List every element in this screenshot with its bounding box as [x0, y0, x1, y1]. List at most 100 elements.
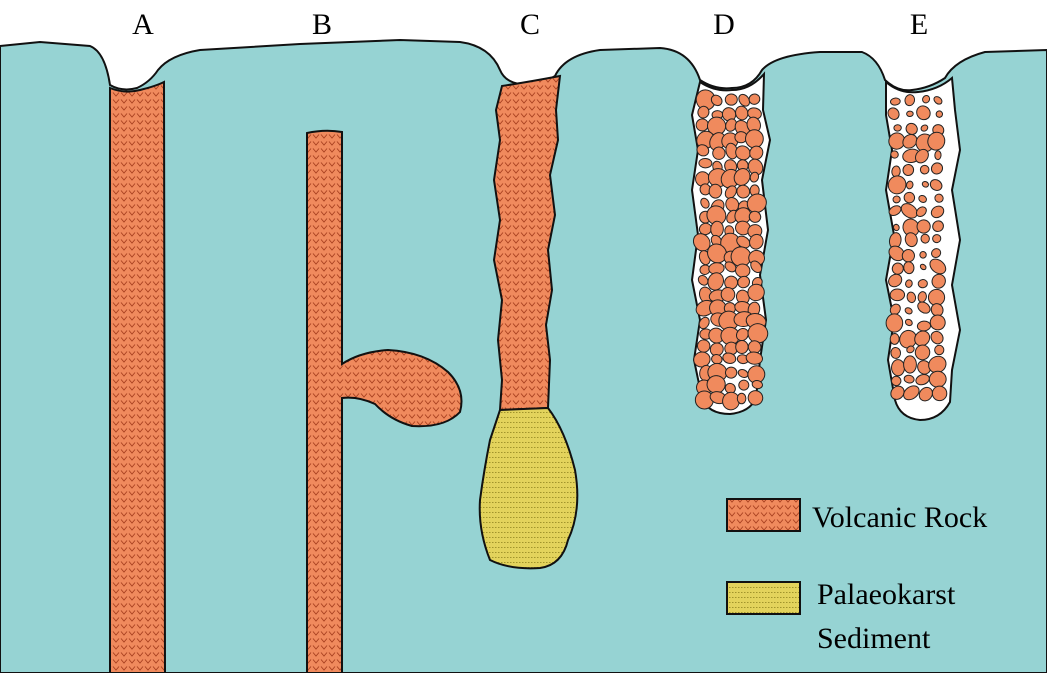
breccia-clast — [906, 345, 915, 354]
breccia-clast — [749, 233, 764, 250]
breccia-clast — [916, 219, 931, 234]
breccia-clast — [891, 375, 902, 387]
breccia-clast — [889, 97, 901, 106]
label-a: A — [132, 8, 154, 41]
breccia-clast — [746, 193, 767, 214]
breccia-clast — [709, 342, 724, 357]
breccia-clast — [905, 122, 918, 136]
breccia-clast — [698, 316, 710, 330]
column-c-sediment — [478, 406, 579, 570]
legend-label-sediment-line2: Sediment — [817, 622, 931, 655]
breccia-clast — [735, 105, 749, 121]
breccia-clast — [720, 286, 736, 302]
label-c: C — [520, 8, 540, 41]
breccia-clast — [747, 390, 764, 406]
breccia-clast — [904, 307, 913, 315]
breccia-clast — [905, 279, 913, 288]
breccia-clast — [931, 273, 946, 289]
breccia-clast — [889, 333, 900, 345]
clasts-e — [885, 94, 948, 402]
label-e: E — [910, 8, 928, 41]
breccia-clast — [736, 235, 751, 249]
breccia-clast — [707, 243, 727, 264]
breccia-clast — [919, 263, 927, 271]
breccia-clast — [749, 145, 764, 160]
breccia-clast — [712, 146, 726, 160]
breccia-clast — [903, 261, 915, 275]
breccia-clast — [890, 346, 902, 359]
breccia-clast — [932, 220, 944, 233]
breccia-clast — [697, 274, 709, 286]
breccia-clast — [724, 366, 738, 379]
breccia-clast — [888, 273, 903, 288]
breccia-clast — [914, 330, 931, 347]
breccia-clast — [734, 207, 752, 225]
legend-swatch-sediment — [726, 581, 801, 615]
breccia-clast — [916, 105, 931, 121]
breccia-clast — [930, 205, 945, 219]
breccia-clast — [890, 150, 899, 159]
breccia-clast — [736, 184, 751, 199]
breccia-clast — [934, 193, 944, 203]
breccia-clast — [919, 164, 930, 175]
breccia-clast — [906, 110, 914, 118]
breccia-clast — [891, 359, 906, 377]
breccia-clast — [698, 157, 713, 169]
breccia-clast — [747, 158, 764, 176]
breccia-clast — [722, 352, 737, 364]
breccia-clast — [906, 291, 917, 304]
breccia-clast — [892, 195, 901, 204]
breccia-clast — [708, 327, 725, 344]
breccia-clast — [903, 374, 915, 384]
breccia-clast — [893, 124, 902, 132]
breccia-clast — [932, 234, 942, 244]
clasts-d — [692, 89, 769, 411]
breccia-clast — [706, 205, 727, 226]
breccia-clast — [738, 379, 750, 391]
breccia-clast — [710, 94, 723, 107]
breccia-clast — [692, 233, 711, 252]
legend-label-volcanic: Volcanic Rock — [812, 501, 987, 534]
breccia-clast — [929, 258, 947, 275]
breccia-clast — [733, 168, 751, 186]
breccia-clast — [931, 385, 948, 402]
breccia-clast — [902, 133, 918, 149]
breccia-clast — [917, 301, 931, 314]
breccia-clast — [921, 181, 930, 188]
breccia-clast — [697, 105, 710, 119]
breccia-clast — [929, 179, 943, 191]
breccia-clast — [902, 163, 915, 176]
breccia-clast — [929, 314, 946, 331]
breccia-clast — [935, 110, 944, 118]
breccia-clast — [904, 94, 916, 107]
breccia-clast — [889, 288, 906, 302]
breccia-clast — [892, 223, 900, 232]
breccia-clast — [735, 339, 749, 354]
breccia-clast — [745, 351, 764, 365]
breccia-clast — [904, 232, 918, 248]
breccia-clast — [922, 95, 931, 104]
breccia-clast — [707, 272, 724, 291]
breccia-clast — [903, 355, 917, 374]
breccia-clast — [724, 382, 736, 394]
breccia-clast — [735, 145, 751, 161]
breccia-clast — [918, 386, 933, 402]
breccia-clast — [890, 385, 905, 400]
breccia-clast — [904, 318, 913, 327]
breccia-clast — [917, 279, 928, 289]
breccia-clast — [751, 379, 763, 390]
breccia-clast — [914, 344, 931, 361]
breccia-clast — [930, 162, 944, 175]
breccia-clast — [920, 233, 930, 244]
dyke-b — [306, 129, 463, 673]
breccia-clast — [887, 107, 900, 120]
breccia-clast — [710, 220, 724, 238]
breccia-clast — [748, 93, 761, 105]
breccia-clast — [930, 330, 944, 345]
breccia-clast — [900, 203, 918, 219]
column-c-volcanic — [492, 74, 562, 412]
breccia-clast — [928, 370, 947, 388]
breccia-clast — [887, 175, 907, 195]
legend-swatch-volcanic — [726, 498, 801, 532]
